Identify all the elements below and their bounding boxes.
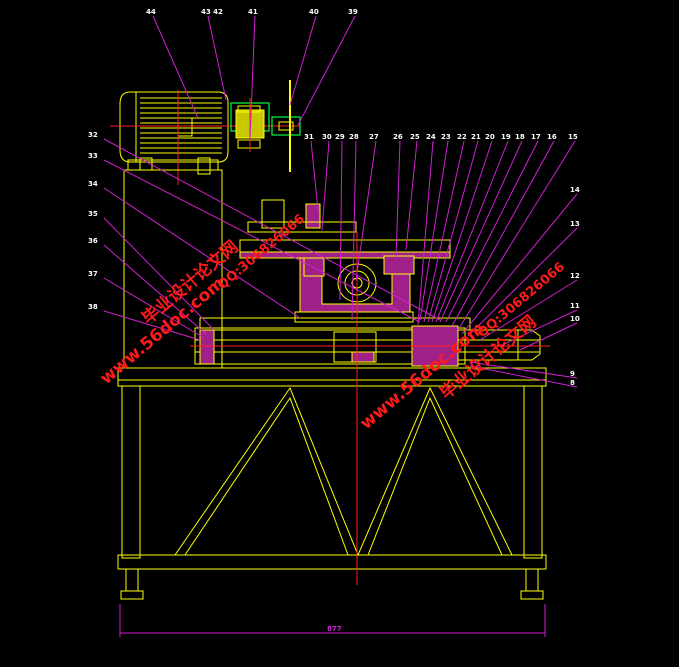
leader-line <box>405 140 418 251</box>
part-number-label: 36 <box>88 237 98 245</box>
leader-line <box>249 15 256 141</box>
part-number-label: 44 <box>146 8 156 16</box>
part-number-label: 22 <box>457 133 467 141</box>
leader-line <box>207 15 227 101</box>
part-number-label: 33 <box>88 152 98 160</box>
part-number-label: 15 <box>568 133 578 141</box>
leader-line <box>103 244 207 335</box>
part-number-label: 41 <box>248 8 258 16</box>
leader-line <box>351 140 357 321</box>
leader-line <box>297 15 356 126</box>
part-number-label: 28 <box>349 133 359 141</box>
part-number-label: 31 <box>304 133 314 141</box>
part-number-label: 34 <box>88 180 98 188</box>
leader-line <box>355 140 377 281</box>
leader-line <box>417 140 434 326</box>
overall-width-dimension: 877 <box>119 604 546 637</box>
leader-line <box>445 140 539 323</box>
part-number-label: 29 <box>335 133 345 141</box>
leader-line <box>439 140 523 323</box>
feed-cylinder <box>190 325 550 367</box>
part-number-label: 38 <box>88 303 98 311</box>
part-number-label: 11 <box>570 302 580 310</box>
leader-line <box>423 140 465 323</box>
leader-line <box>103 310 201 341</box>
leader-line <box>321 140 330 231</box>
leader-line <box>310 140 319 211</box>
part-number-label: 9 <box>570 370 575 378</box>
part-number-label: 12 <box>570 272 580 280</box>
part-number-label: 32 <box>88 131 98 139</box>
part-number-label: 43 42 <box>201 8 223 16</box>
part-number-label: 17 <box>531 133 541 141</box>
electric-motor <box>110 90 300 185</box>
leader-line <box>103 159 421 323</box>
part-number-label: 39 <box>348 8 358 16</box>
part-number-label: 23 <box>441 133 451 141</box>
part-number-label: 14 <box>570 186 580 194</box>
leader-line <box>427 140 479 323</box>
leader-line <box>103 277 205 339</box>
machine-frame <box>117 232 547 600</box>
part-number-label: 19 <box>501 133 511 141</box>
leader-line <box>431 140 493 323</box>
leader-line <box>103 187 301 319</box>
leader-line <box>395 140 401 259</box>
leader-line <box>457 140 576 331</box>
part-number-label: 10 <box>570 315 580 323</box>
leader-line <box>419 140 449 321</box>
leader-line <box>469 365 578 388</box>
part-number-label: 21 <box>471 133 481 141</box>
part-number-label: 26 <box>393 133 403 141</box>
part-number-label: 16 <box>547 133 557 141</box>
part-number-label: 18 <box>515 133 525 141</box>
part-number-label: 13 <box>570 220 580 228</box>
leader-line <box>467 227 578 337</box>
leader-line <box>435 140 509 323</box>
part-number-label: 20 <box>485 133 495 141</box>
part-number-label: 24 <box>426 133 436 141</box>
leader-line <box>479 279 578 341</box>
leader-line <box>519 322 578 351</box>
leader-line <box>103 138 441 321</box>
part-number-label: 30 <box>322 133 332 141</box>
part-number-label: 35 <box>88 210 98 218</box>
leader-line <box>461 193 578 335</box>
part-number-label: 40 <box>309 8 319 16</box>
part-number-label: 25 <box>410 133 420 141</box>
part-number-label: 37 <box>88 270 98 278</box>
leader-line <box>339 140 343 301</box>
part-number-label: 27 <box>369 133 379 141</box>
dimension-value: 877 <box>327 625 342 633</box>
part-number-label: 8 <box>570 379 575 387</box>
leader-line <box>451 140 555 327</box>
leader-line <box>152 15 199 119</box>
leader-line <box>103 217 215 331</box>
leader-line <box>289 15 317 106</box>
leader-line <box>499 309 578 347</box>
leader-line <box>469 361 578 379</box>
